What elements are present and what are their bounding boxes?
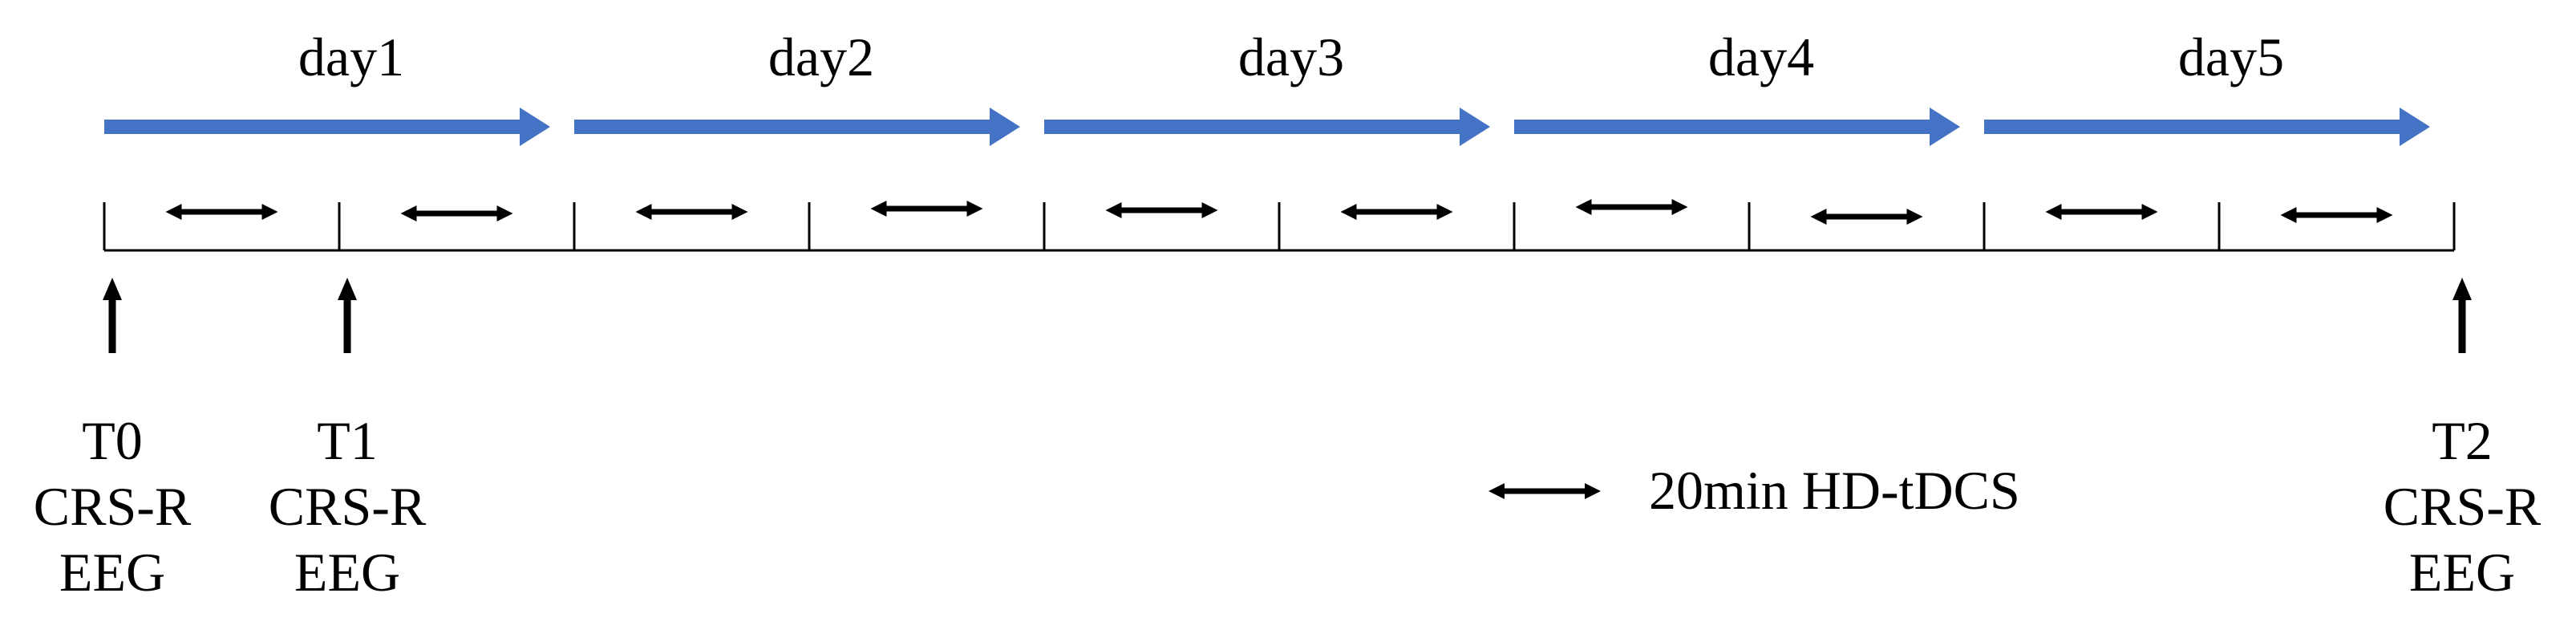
- timepoint-label-line: EEG: [294, 542, 400, 603]
- timepoint-label-line: CRS-R: [2384, 476, 2542, 537]
- session-arrow-9: [2045, 204, 2158, 220]
- day-arrow-4: [1514, 108, 1960, 146]
- legend-label: 20min HD-tDCS: [1649, 460, 2020, 521]
- timepoint-label-line: EEG: [2409, 542, 2515, 603]
- session-arrow-1: [165, 204, 278, 220]
- session-arrow-5: [1105, 202, 1218, 218]
- legend-arrow-icon: [1488, 483, 1601, 499]
- timepoint-label-line: EEG: [59, 542, 165, 603]
- session-arrow-3: [635, 204, 748, 220]
- session-arrow-4: [870, 201, 983, 217]
- day-labels: day1 day2 day3 day4 day5: [298, 26, 2284, 87]
- session-arrow-10: [2280, 207, 2393, 223]
- session-arrow-7: [1575, 199, 1688, 215]
- day-label-4: day4: [1708, 26, 1814, 87]
- session-arrows: [165, 199, 2393, 225]
- day-arrow-2: [574, 108, 1020, 146]
- timepoint-label-line: CRS-R: [34, 476, 192, 537]
- timeline-axis: [103, 202, 2456, 252]
- day-label-5: day5: [2178, 26, 2284, 87]
- day-arrows: [104, 108, 2430, 146]
- timepoint-label-line: T1: [317, 410, 378, 471]
- day-arrow-3: [1044, 108, 1490, 146]
- day-arrow-1: [104, 108, 550, 146]
- arrow-head-icon: [103, 278, 122, 300]
- timepoint-label-line: T0: [82, 410, 143, 471]
- session-arrow-8: [1810, 209, 1923, 225]
- session-arrow-2: [400, 205, 513, 221]
- arrow-head-icon: [2452, 278, 2472, 300]
- day-label-2: day2: [768, 26, 874, 87]
- day-label-1: day1: [298, 26, 404, 87]
- arrow-head-icon: [338, 278, 357, 300]
- day-arrow-5: [1984, 108, 2430, 146]
- session-arrow-6: [1340, 204, 1453, 220]
- day-label-3: day3: [1238, 26, 1344, 87]
- legend: 20min HD-tDCS: [1488, 460, 2020, 521]
- timepoint-label-line: CRS-R: [269, 476, 427, 537]
- timepoint-label-line: T2: [2432, 410, 2493, 471]
